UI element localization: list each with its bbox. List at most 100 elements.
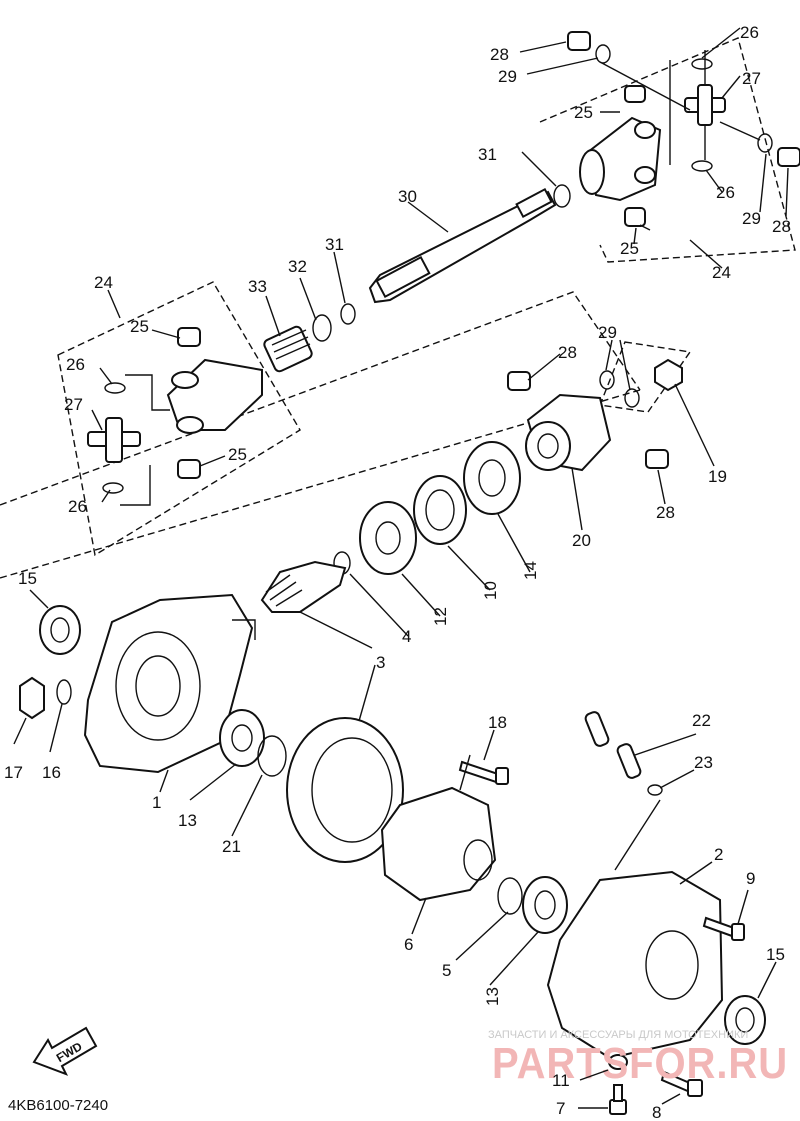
left-joint-lines (120, 374, 170, 506)
upper-joint-dashed-box (539, 37, 796, 263)
bolt-8 (660, 1070, 703, 1097)
pins-leader (614, 799, 661, 871)
right-yoke-box (599, 341, 692, 413)
yoke-20 (525, 393, 612, 472)
label-24: 24 (94, 273, 113, 292)
label-11: 11 (552, 1071, 570, 1090)
nut-19 (654, 358, 683, 392)
label-3: 3 (376, 653, 385, 672)
bearing-13-right (522, 876, 568, 934)
label-25: 25 (574, 103, 593, 122)
circlips-29-right (599, 370, 640, 408)
gear-case-1 (83, 593, 256, 774)
label-25: 25 (130, 317, 149, 336)
label-13: 13 (483, 987, 502, 1006)
upper-bearing-cup-25 (624, 85, 646, 227)
label-18: 18 (488, 713, 507, 732)
label-25: 25 (228, 445, 247, 464)
fwd-arrow-icon: FWD (32, 1026, 98, 1076)
washer-11 (608, 1054, 628, 1070)
label-29: 29 (498, 67, 517, 86)
label-24: 24 (712, 263, 731, 282)
label-15: 15 (18, 569, 37, 588)
label-32: 32 (288, 257, 307, 276)
upper-spider-cross (669, 50, 726, 165)
label-6: 6 (404, 935, 413, 954)
label-29: 29 (598, 323, 617, 342)
circlip-31-upper (553, 184, 571, 208)
label-28: 28 (772, 217, 791, 236)
collar-10 (413, 475, 467, 545)
ring-gear (286, 717, 404, 863)
label-7: 7 (556, 1099, 565, 1118)
part-labels: 28 29 26 27 25 31 26 29 28 30 25 31 32 2… (4, 23, 791, 1121)
bolt-9 (702, 916, 745, 941)
circlip-31-lower (340, 303, 356, 325)
upper-bearing-cups-28 (567, 31, 800, 167)
pins-22 (584, 711, 642, 779)
label-19: 19 (708, 467, 727, 486)
upper-yoke (579, 116, 662, 202)
label-5: 5 (442, 961, 451, 980)
label-31: 31 (325, 235, 344, 254)
label-12: 12 (431, 607, 450, 626)
bolt-18 (458, 754, 509, 791)
left-spider-cross (87, 417, 141, 463)
label-leaders (13, 27, 789, 1109)
label-26: 26 (740, 23, 759, 42)
label-9: 9 (746, 869, 755, 888)
label-27: 27 (742, 69, 761, 88)
label-10: 10 (481, 581, 500, 600)
label-26: 26 (68, 497, 87, 516)
label-15: 15 (766, 945, 785, 964)
label-30: 30 (398, 187, 417, 206)
drive-shaft-30 (368, 187, 557, 304)
bearing-cups-28-right (507, 371, 669, 469)
upper-leaders (599, 61, 761, 231)
label-28: 28 (490, 45, 509, 64)
label-22: 22 (692, 711, 711, 730)
label-31: 31 (478, 145, 497, 164)
label-16: 16 (42, 763, 61, 782)
label-25: 25 (620, 239, 639, 258)
label-28: 28 (558, 343, 577, 362)
label-8: 8 (652, 1103, 661, 1121)
spring-33 (263, 325, 313, 373)
diagram-code: 4KB6100-7240 (8, 1097, 108, 1114)
oil-seal-15-right (724, 995, 766, 1045)
label-13: 13 (178, 811, 197, 830)
label-26: 26 (66, 355, 85, 374)
label-2: 2 (714, 845, 723, 864)
label-14: 14 (521, 561, 540, 580)
shim-21 (257, 735, 287, 777)
watermark-tagline: ЗАПЧАСТИ И АКСЕССУАРЫ ДЛЯ МОТОТЕХНИКИ (488, 1029, 748, 1041)
o-ring-16 (56, 679, 72, 705)
differential-6 (380, 786, 497, 902)
label-26: 26 (716, 183, 735, 202)
label-1: 1 (152, 793, 161, 812)
bolt-7 (609, 1084, 627, 1115)
oil-seal-15-left (39, 605, 81, 655)
label-28: 28 (656, 503, 675, 522)
oil-seal-14 (463, 441, 521, 515)
label-20: 20 (572, 531, 591, 550)
label-21: 21 (222, 837, 241, 856)
label-4: 4 (402, 627, 411, 646)
washer-32 (312, 314, 332, 342)
left-circlips (102, 382, 126, 494)
bearing-13-left (219, 709, 265, 767)
pinion-leader-lines (299, 611, 376, 736)
label-27: 27 (64, 395, 83, 414)
label-23: 23 (694, 753, 713, 772)
pinion-gear-3 (260, 560, 347, 613)
left-bearing-cups-25 (177, 327, 201, 479)
upper-circlips (595, 44, 773, 172)
gear-case-2 (546, 870, 724, 1060)
label-17: 17 (4, 763, 23, 782)
label-29: 29 (742, 209, 761, 228)
shim-5 (497, 877, 523, 915)
nut-17 (19, 676, 45, 720)
left-joint-dashed-box (57, 281, 301, 557)
label-33: 33 (248, 277, 267, 296)
